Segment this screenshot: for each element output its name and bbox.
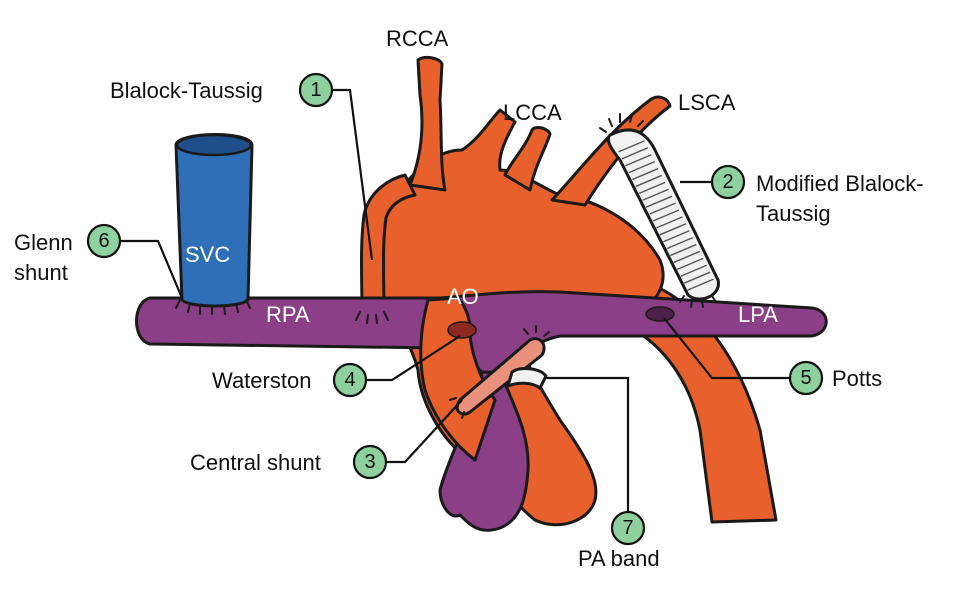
badge-2: 2: [710, 164, 746, 200]
graft-ring: [673, 250, 701, 264]
graft-ring: [638, 181, 666, 195]
label-modified-bt-line1: Modified Blalock-: [756, 171, 924, 196]
label-pa-band: PA band: [578, 546, 660, 571]
waterston-anastomosis: [447, 321, 477, 339]
leader-1: [332, 88, 374, 261]
graft-ring: [680, 264, 707, 277]
graft-ring: [676, 257, 704, 271]
svg-text:2: 2: [722, 171, 733, 193]
graft-ring: [652, 209, 680, 222]
svc-opening: [175, 133, 253, 157]
badge-7: 7: [610, 510, 646, 546]
graft-ring: [625, 154, 652, 167]
graft-ring: [631, 167, 659, 181]
svg-text:3: 3: [364, 451, 375, 473]
badge-1: 1: [298, 72, 334, 108]
label-lcca: LCCA: [503, 100, 562, 125]
leader-4: [366, 335, 461, 382]
badge-3: 3: [352, 444, 388, 480]
graft-ring: [618, 140, 645, 153]
label-lsca: LSCA: [678, 90, 736, 115]
potts-anastomosis: [645, 306, 675, 322]
suture-marks: [175, 113, 717, 419]
graft-ring: [649, 202, 676, 215]
graft-ring: [635, 174, 663, 188]
leader-7: [544, 376, 630, 512]
label-glenn-line2: shunt: [14, 260, 68, 285]
label-rcca: RCCA: [386, 26, 449, 51]
rcca-artery: [408, 55, 447, 192]
label-lpa: LPA: [738, 302, 778, 327]
modified-bt-graft: [606, 128, 720, 301]
label-ao: AO: [447, 284, 479, 309]
lcca-artery: [503, 125, 552, 192]
label-waterston: Waterston: [212, 368, 311, 393]
graft-ring: [628, 160, 656, 174]
label-modified-bt-line2: Taussig: [756, 201, 831, 226]
svg-text:6: 6: [98, 230, 109, 252]
graft-ring: [666, 236, 694, 250]
graft-ring: [669, 243, 697, 257]
label-potts: Potts: [832, 366, 882, 391]
svg-text:1: 1: [310, 79, 321, 101]
svg-text:4: 4: [344, 369, 355, 391]
label-glenn-line1: Glenn: [14, 230, 73, 255]
central-shunt-graft: [455, 337, 546, 416]
graft-ring: [663, 230, 690, 243]
pa-band: [506, 367, 548, 390]
graft-rings: [618, 140, 714, 291]
badge-6: 6: [86, 223, 122, 259]
graft-ring: [687, 278, 714, 291]
leader-5: [663, 317, 790, 380]
label-rpa: RPA: [266, 302, 310, 327]
graft-ring: [621, 147, 649, 160]
svg-text:7: 7: [622, 517, 633, 539]
superior-vena-cava: [174, 133, 254, 308]
graft-ring: [683, 271, 711, 284]
graft-ring: [642, 188, 669, 201]
label-blalock-taussig: Blalock-Taussig: [110, 78, 263, 103]
graft-ring: [656, 216, 683, 229]
leader-6: [120, 239, 184, 299]
badge-5: 5: [788, 360, 824, 396]
badge-4: 4: [332, 362, 368, 398]
label-central-shunt: Central shunt: [190, 450, 321, 475]
leader-3: [386, 399, 463, 464]
graft-ring: [659, 223, 687, 236]
graft-ring: [645, 195, 673, 208]
label-svc: SVC: [185, 242, 230, 267]
svg-text:5: 5: [800, 367, 811, 389]
